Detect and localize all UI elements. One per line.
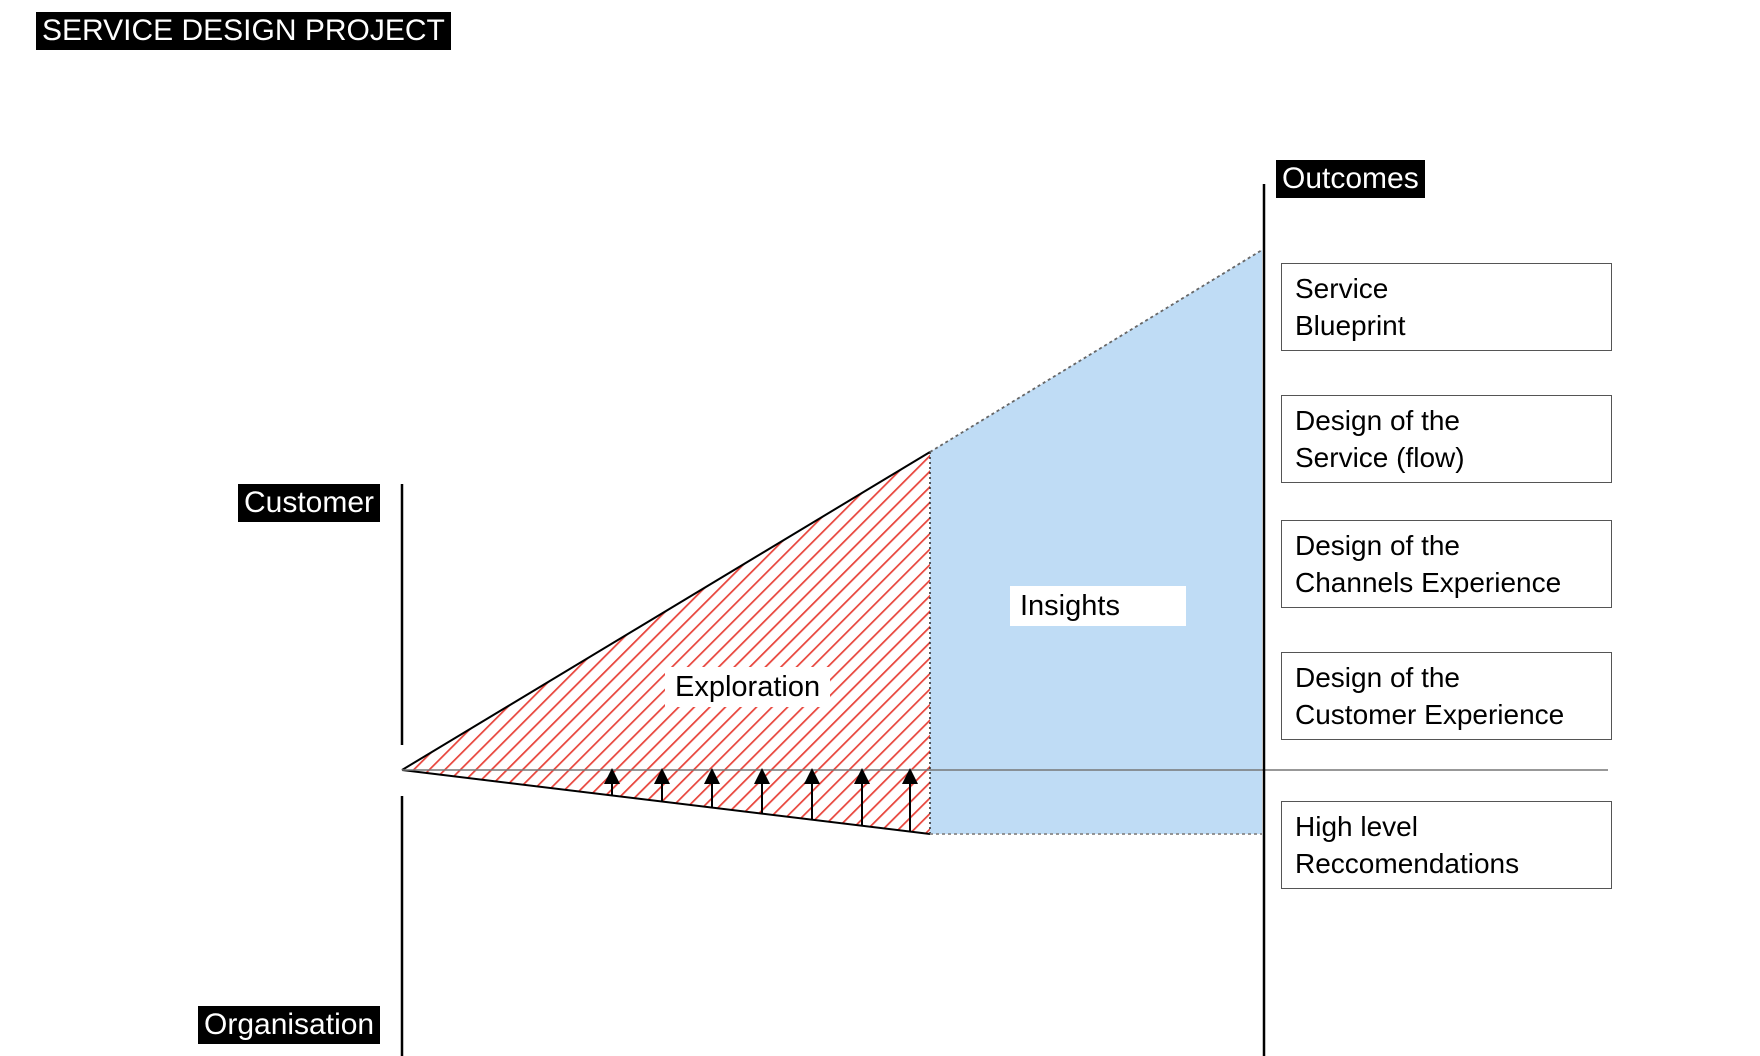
outcome-box-customer-experience: Design of the Customer Experience [1281,652,1612,740]
outcome-line1: High level [1295,811,1418,842]
outcome-line1: Design of the [1295,530,1460,561]
outcome-line2: Reccomendations [1295,848,1520,879]
outcome-line1: Design of the [1295,405,1460,436]
customer-label: Customer [238,484,381,522]
page-title: SERVICE DESIGN PROJECT [36,12,451,50]
exploration-label: Exploration [665,667,831,707]
outcome-line2: Customer Experience [1295,699,1565,730]
outcome-line2: Service (flow) [1295,442,1465,473]
organisation-label: Organisation [198,1006,381,1044]
outcomes-label: Outcomes [1276,160,1425,198]
outcome-box-recommendations: High level Reccomendations [1281,801,1612,889]
exploration-lower-edge [401,769,931,835]
outcome-box-channels-experience: Design of the Channels Experience [1281,520,1612,608]
outcome-line1: Service [1295,273,1389,304]
outcome-line1: Design of the [1295,662,1460,693]
exploration-upper-edge [401,451,931,771]
exploration-area [402,452,930,834]
outcome-box-service-blueprint: Service Blueprint [1281,263,1612,351]
insights-label: Insights [1010,586,1186,626]
outcome-box-service-flow: Design of the Service (flow) [1281,395,1612,483]
outcome-line2: Blueprint [1295,310,1406,341]
insights-upper-dotted-edge [929,249,1263,453]
outcome-line2: Channels Experience [1295,567,1562,598]
insights-area [930,250,1262,834]
arrow-group [604,768,918,831]
